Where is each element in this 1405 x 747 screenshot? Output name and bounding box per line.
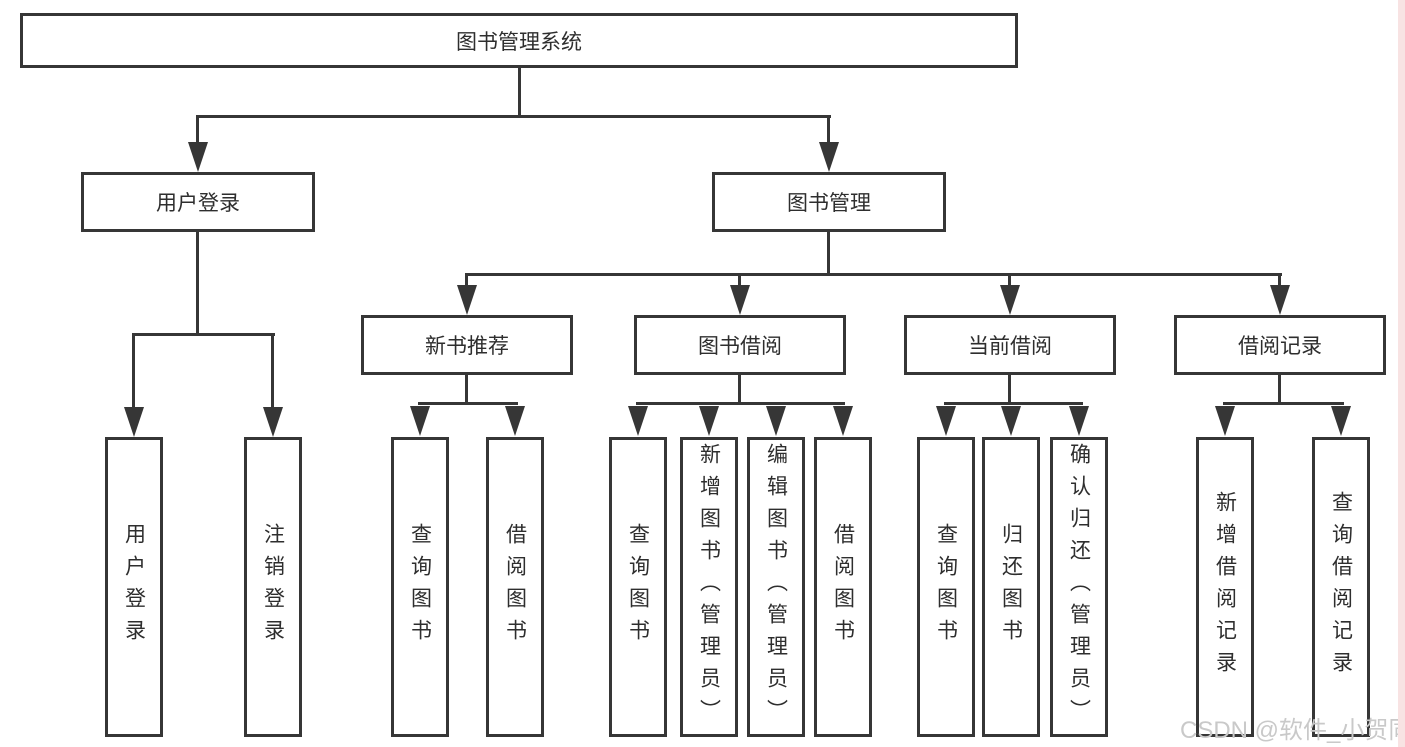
arrowhead-down-icon [936, 406, 956, 436]
arrowhead-down-icon [263, 407, 283, 437]
arrowhead-down-icon [1069, 406, 1089, 436]
node-label: 新增借阅记录 [1213, 491, 1237, 683]
node-label: 查询图书 [626, 523, 650, 651]
leaf-add-book-admin: 新增图书（管理员） [680, 437, 738, 737]
leaf-query-borrow-record: 查询借阅记录 [1312, 437, 1370, 737]
node-label: 新增图书（管理员） [697, 443, 721, 731]
connector-root-drop [518, 68, 521, 118]
arrowhead-down-icon [730, 285, 750, 315]
leaf-logout: 注销登录 [244, 437, 302, 737]
connector-stub [465, 276, 468, 288]
node-label: 借阅图书 [503, 523, 527, 651]
csdn-watermark: CSDN @软件_小贺同学 [1180, 717, 1405, 744]
leaf-borrow-books-recommend: 借阅图书 [486, 437, 544, 737]
connector-rail [636, 402, 845, 405]
connector-user-login-drop [196, 232, 199, 336]
leaf-query-books-current: 查询图书 [917, 437, 975, 737]
arrowhead-down-icon [1270, 285, 1290, 315]
right-edge-strip [1398, 0, 1405, 747]
node-label: 借阅图书 [831, 523, 855, 651]
node-book-borrowing: 图书借阅 [634, 315, 846, 375]
arrowhead-down-icon [410, 406, 430, 436]
leaf-user-login: 用户登录 [105, 437, 163, 737]
leaf-confirm-return-admin: 确认归还（管理员） [1050, 437, 1108, 737]
leaf-add-borrow-record: 新增借阅记录 [1196, 437, 1254, 737]
arrowhead-down-icon [699, 406, 719, 436]
connector-rail [944, 402, 1083, 405]
connector-drop [1008, 375, 1011, 405]
arrowhead-down-icon [819, 142, 839, 172]
arrowhead-down-icon [833, 406, 853, 436]
node-label: 查询借阅记录 [1329, 491, 1353, 683]
node-label: 图书管理系统 [456, 30, 582, 54]
connector-rail [418, 402, 518, 405]
node-library-management-system: 图书管理系统 [20, 13, 1018, 68]
connector-stub [271, 333, 274, 410]
node-label: 确认归还（管理员） [1067, 443, 1091, 731]
arrowhead-down-icon [628, 406, 648, 436]
connector-stub [1278, 276, 1281, 288]
arrowhead-down-icon [505, 406, 525, 436]
leaf-return-book: 归还图书 [982, 437, 1040, 737]
arrowhead-down-icon [188, 142, 208, 172]
leaf-query-books-recommend: 查询图书 [391, 437, 449, 737]
node-user-login: 用户登录 [81, 172, 315, 232]
node-label: 用户登录 [122, 523, 146, 651]
node-label: 图书管理 [787, 192, 871, 215]
connector-level2-rail [197, 115, 831, 118]
connector-drop [738, 375, 741, 405]
node-label: 当前借阅 [968, 335, 1052, 358]
connector-stub [827, 115, 830, 145]
node-label: 借阅记录 [1238, 335, 1322, 358]
leaf-borrow-books-borrowing: 借阅图书 [814, 437, 872, 737]
node-new-book-recommend: 新书推荐 [361, 315, 573, 375]
connector-user-login-rail [132, 333, 275, 336]
connector-stub [132, 333, 135, 410]
node-current-borrowing: 当前借阅 [904, 315, 1116, 375]
node-label: 图书借阅 [698, 335, 782, 358]
arrowhead-down-icon [1215, 406, 1235, 436]
arrowhead-down-icon [1331, 406, 1351, 436]
node-book-management: 图书管理 [712, 172, 946, 232]
leaf-query-books-borrowing: 查询图书 [609, 437, 667, 737]
connector-book-mgmt-drop [827, 232, 830, 276]
node-label: 新书推荐 [425, 335, 509, 358]
connector-stub [1008, 276, 1011, 288]
connector-stub [738, 276, 741, 288]
connector-level3-rail [465, 273, 1282, 276]
connector-stub [196, 115, 199, 145]
node-label: 归还图书 [999, 523, 1023, 651]
arrowhead-down-icon [457, 285, 477, 315]
connector-drop [1278, 375, 1281, 405]
node-label: 用户登录 [156, 192, 240, 215]
node-label: 查询图书 [934, 523, 958, 651]
node-label: 注销登录 [261, 523, 285, 651]
arrowhead-down-icon [1001, 406, 1021, 436]
connector-rail [1223, 402, 1344, 405]
node-label: 编辑图书（管理员） [764, 443, 788, 731]
node-borrowing-records: 借阅记录 [1174, 315, 1386, 375]
arrowhead-down-icon [124, 407, 144, 437]
arrowhead-down-icon [766, 406, 786, 436]
leaf-edit-book-admin: 编辑图书（管理员） [747, 437, 805, 737]
node-label: 查询图书 [408, 523, 432, 651]
arrowhead-down-icon [1000, 285, 1020, 315]
connector-drop [465, 375, 468, 405]
